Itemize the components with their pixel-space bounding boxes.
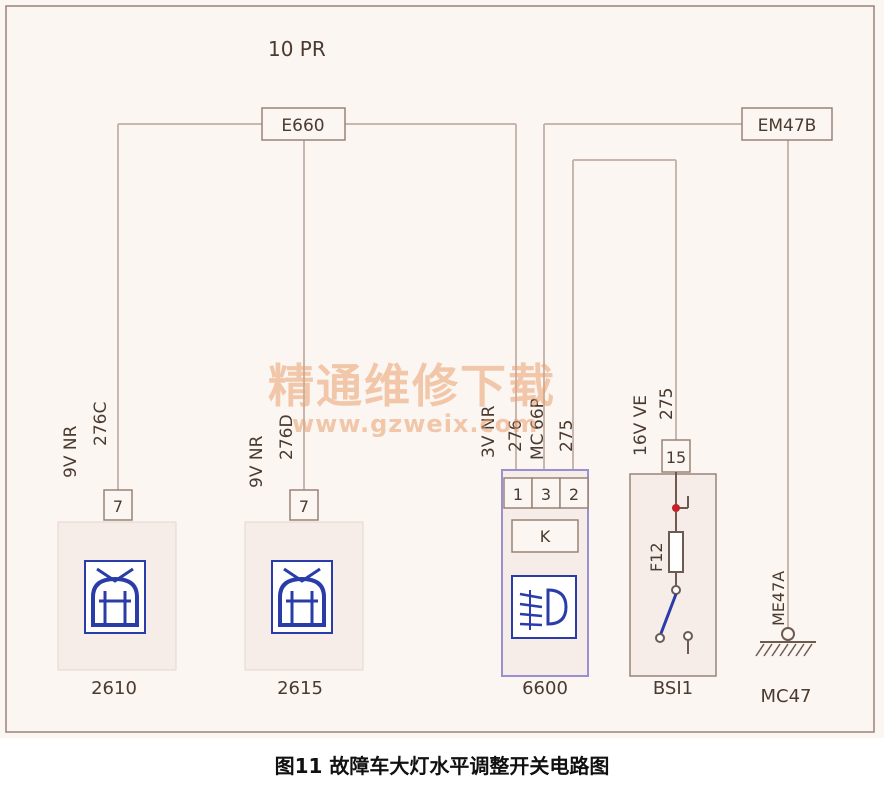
headlamp-leveling-actuator-icon (84, 560, 146, 634)
wire-color-label: 3V NR (479, 405, 499, 458)
wire-color-label: 16V VE (631, 395, 651, 456)
connector-em47b-label: EM47B (758, 116, 817, 136)
wire-code-label: 275 (657, 388, 677, 420)
wire-code-label: 276D (277, 414, 297, 460)
relay-box (511, 519, 579, 553)
fuse-switch-icon (655, 472, 693, 654)
component-label: 2615 (277, 678, 323, 699)
pin-box: 7 (289, 489, 319, 521)
ground-wire-label: ME47A (769, 571, 788, 626)
fuse (668, 531, 684, 573)
component-6600: 1 3 2 K (501, 469, 589, 677)
wire-code-label: 276C (91, 402, 111, 446)
relay-label: K (540, 527, 551, 546)
connector-em47b: EM47B (741, 107, 833, 141)
pin-box (661, 439, 691, 473)
component-label: 6600 (522, 678, 568, 699)
headlamp-leveling-actuator-icon (271, 560, 333, 634)
diagram-border (5, 5, 875, 733)
circuit-diagram: 10 PR E660 EM47B 9V NR 276C 9V NR 276D 3… (5, 5, 875, 733)
pin-number: 7 (299, 497, 309, 516)
pin-number: 3 (541, 485, 551, 504)
wiring (117, 123, 789, 628)
component-bsi1: 15 F12 (629, 439, 717, 677)
watermark-text: 精通维修下载 (268, 359, 556, 413)
wire-color-label: MC (528, 433, 548, 460)
component-label: BSI1 (653, 678, 693, 699)
headlamp-level-switch-icon (511, 575, 577, 639)
wire-code-label: 276 (506, 420, 526, 452)
wire-code-label: 66P (528, 398, 548, 430)
pin-number: 15 (666, 448, 686, 467)
junction-dot (672, 504, 680, 512)
component-2610 (57, 521, 177, 671)
pin-number: 2 (569, 485, 579, 504)
ground-icon (755, 627, 816, 657)
ground-label: MC47 (760, 686, 811, 707)
pin-number: 1 (513, 485, 523, 504)
pin-number: 7 (113, 497, 123, 516)
wire-color-label: 9V NR (247, 435, 267, 488)
pin-box: 7 (103, 489, 133, 521)
watermark-url: www.gzweix.com (292, 410, 539, 438)
connector-e660: E660 (261, 107, 346, 141)
component-label: 2610 (91, 678, 137, 699)
component-2615 (244, 521, 364, 671)
fuse-label: F12 (647, 542, 666, 572)
wire-code-label: 275 (557, 420, 577, 452)
figure-caption: 图11 故障车大灯水平调整开关电路图 (274, 754, 610, 778)
connector-e660-label: E660 (281, 116, 324, 136)
wire-color-label: 9V NR (61, 425, 81, 478)
header-label: 10 PR (268, 37, 326, 61)
